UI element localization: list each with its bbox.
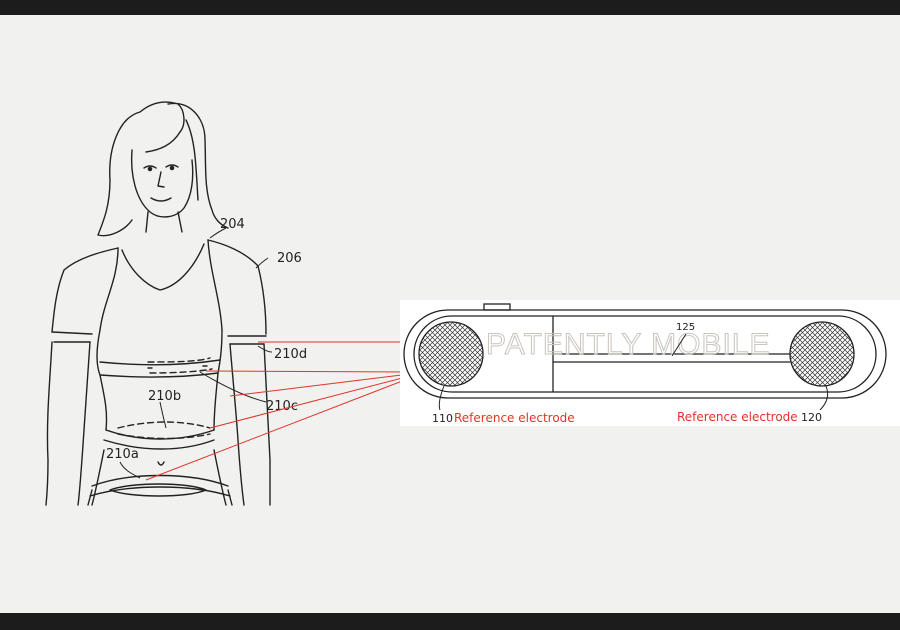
leader-125 — [671, 333, 687, 357]
connector-tab — [483, 303, 511, 311]
right-electrode — [789, 321, 855, 387]
label-leaders — [119, 227, 273, 479]
leader-110 — [438, 385, 445, 411]
leader-210a — [119, 461, 141, 479]
waist-line — [103, 429, 215, 450]
label-210b: 210b — [148, 389, 181, 404]
shorts-body — [87, 489, 233, 506]
watermark: PATENTLY MOBILE — [486, 328, 771, 361]
right-arm — [229, 343, 271, 506]
shorts-waistband — [89, 474, 231, 497]
woman-figure — [45, 101, 271, 506]
label-110: 110 — [432, 412, 453, 425]
torso-top — [51, 239, 267, 335]
leader-210d — [257, 345, 273, 353]
face — [130, 149, 194, 218]
navel — [157, 461, 165, 466]
leader-210c — [199, 371, 267, 403]
electrode-strip — [403, 303, 887, 399]
strip-channel — [553, 353, 790, 363]
sleeve — [51, 331, 267, 345]
top-frame-bar — [0, 0, 900, 15]
callout-side — [229, 373, 411, 397]
tank-straps — [99, 239, 223, 331]
right-electrode-caption: Reference electrode — [677, 410, 798, 424]
chest-band-stitch — [147, 357, 213, 374]
label-210c: 210c — [266, 399, 298, 414]
mouth — [150, 197, 172, 202]
strip-outline — [403, 309, 887, 399]
callout-waist — [209, 375, 411, 429]
callout-chest — [205, 370, 411, 373]
left-eye — [147, 166, 153, 172]
left-electrode — [418, 321, 484, 387]
bottom-frame-bar — [0, 613, 900, 630]
hair — [97, 101, 229, 237]
torso-sides — [96, 329, 223, 431]
leader-210b — [159, 401, 167, 429]
callout-lines — [145, 341, 411, 481]
nose — [157, 171, 165, 188]
label-204: 204 — [220, 217, 245, 232]
leader-120 — [819, 385, 829, 411]
right-eye — [169, 165, 175, 171]
label-120: 120 — [801, 411, 822, 424]
neck — [145, 211, 183, 233]
leader-206 — [255, 257, 269, 269]
left-electrode-caption: Reference electrode — [454, 411, 575, 425]
leader-204 — [209, 227, 227, 239]
abdomen — [91, 449, 227, 506]
label-210d: 210d — [274, 347, 307, 362]
callout-belly — [145, 377, 411, 481]
strip-inner-outline — [413, 315, 877, 393]
label-206: 206 — [277, 251, 302, 266]
left-arm — [45, 341, 91, 506]
label-125: 125 — [676, 322, 695, 333]
label-210a: 210a — [106, 447, 139, 462]
chest-electrode-marks — [147, 365, 208, 369]
eyes — [143, 164, 179, 169]
chest-band — [99, 359, 221, 378]
